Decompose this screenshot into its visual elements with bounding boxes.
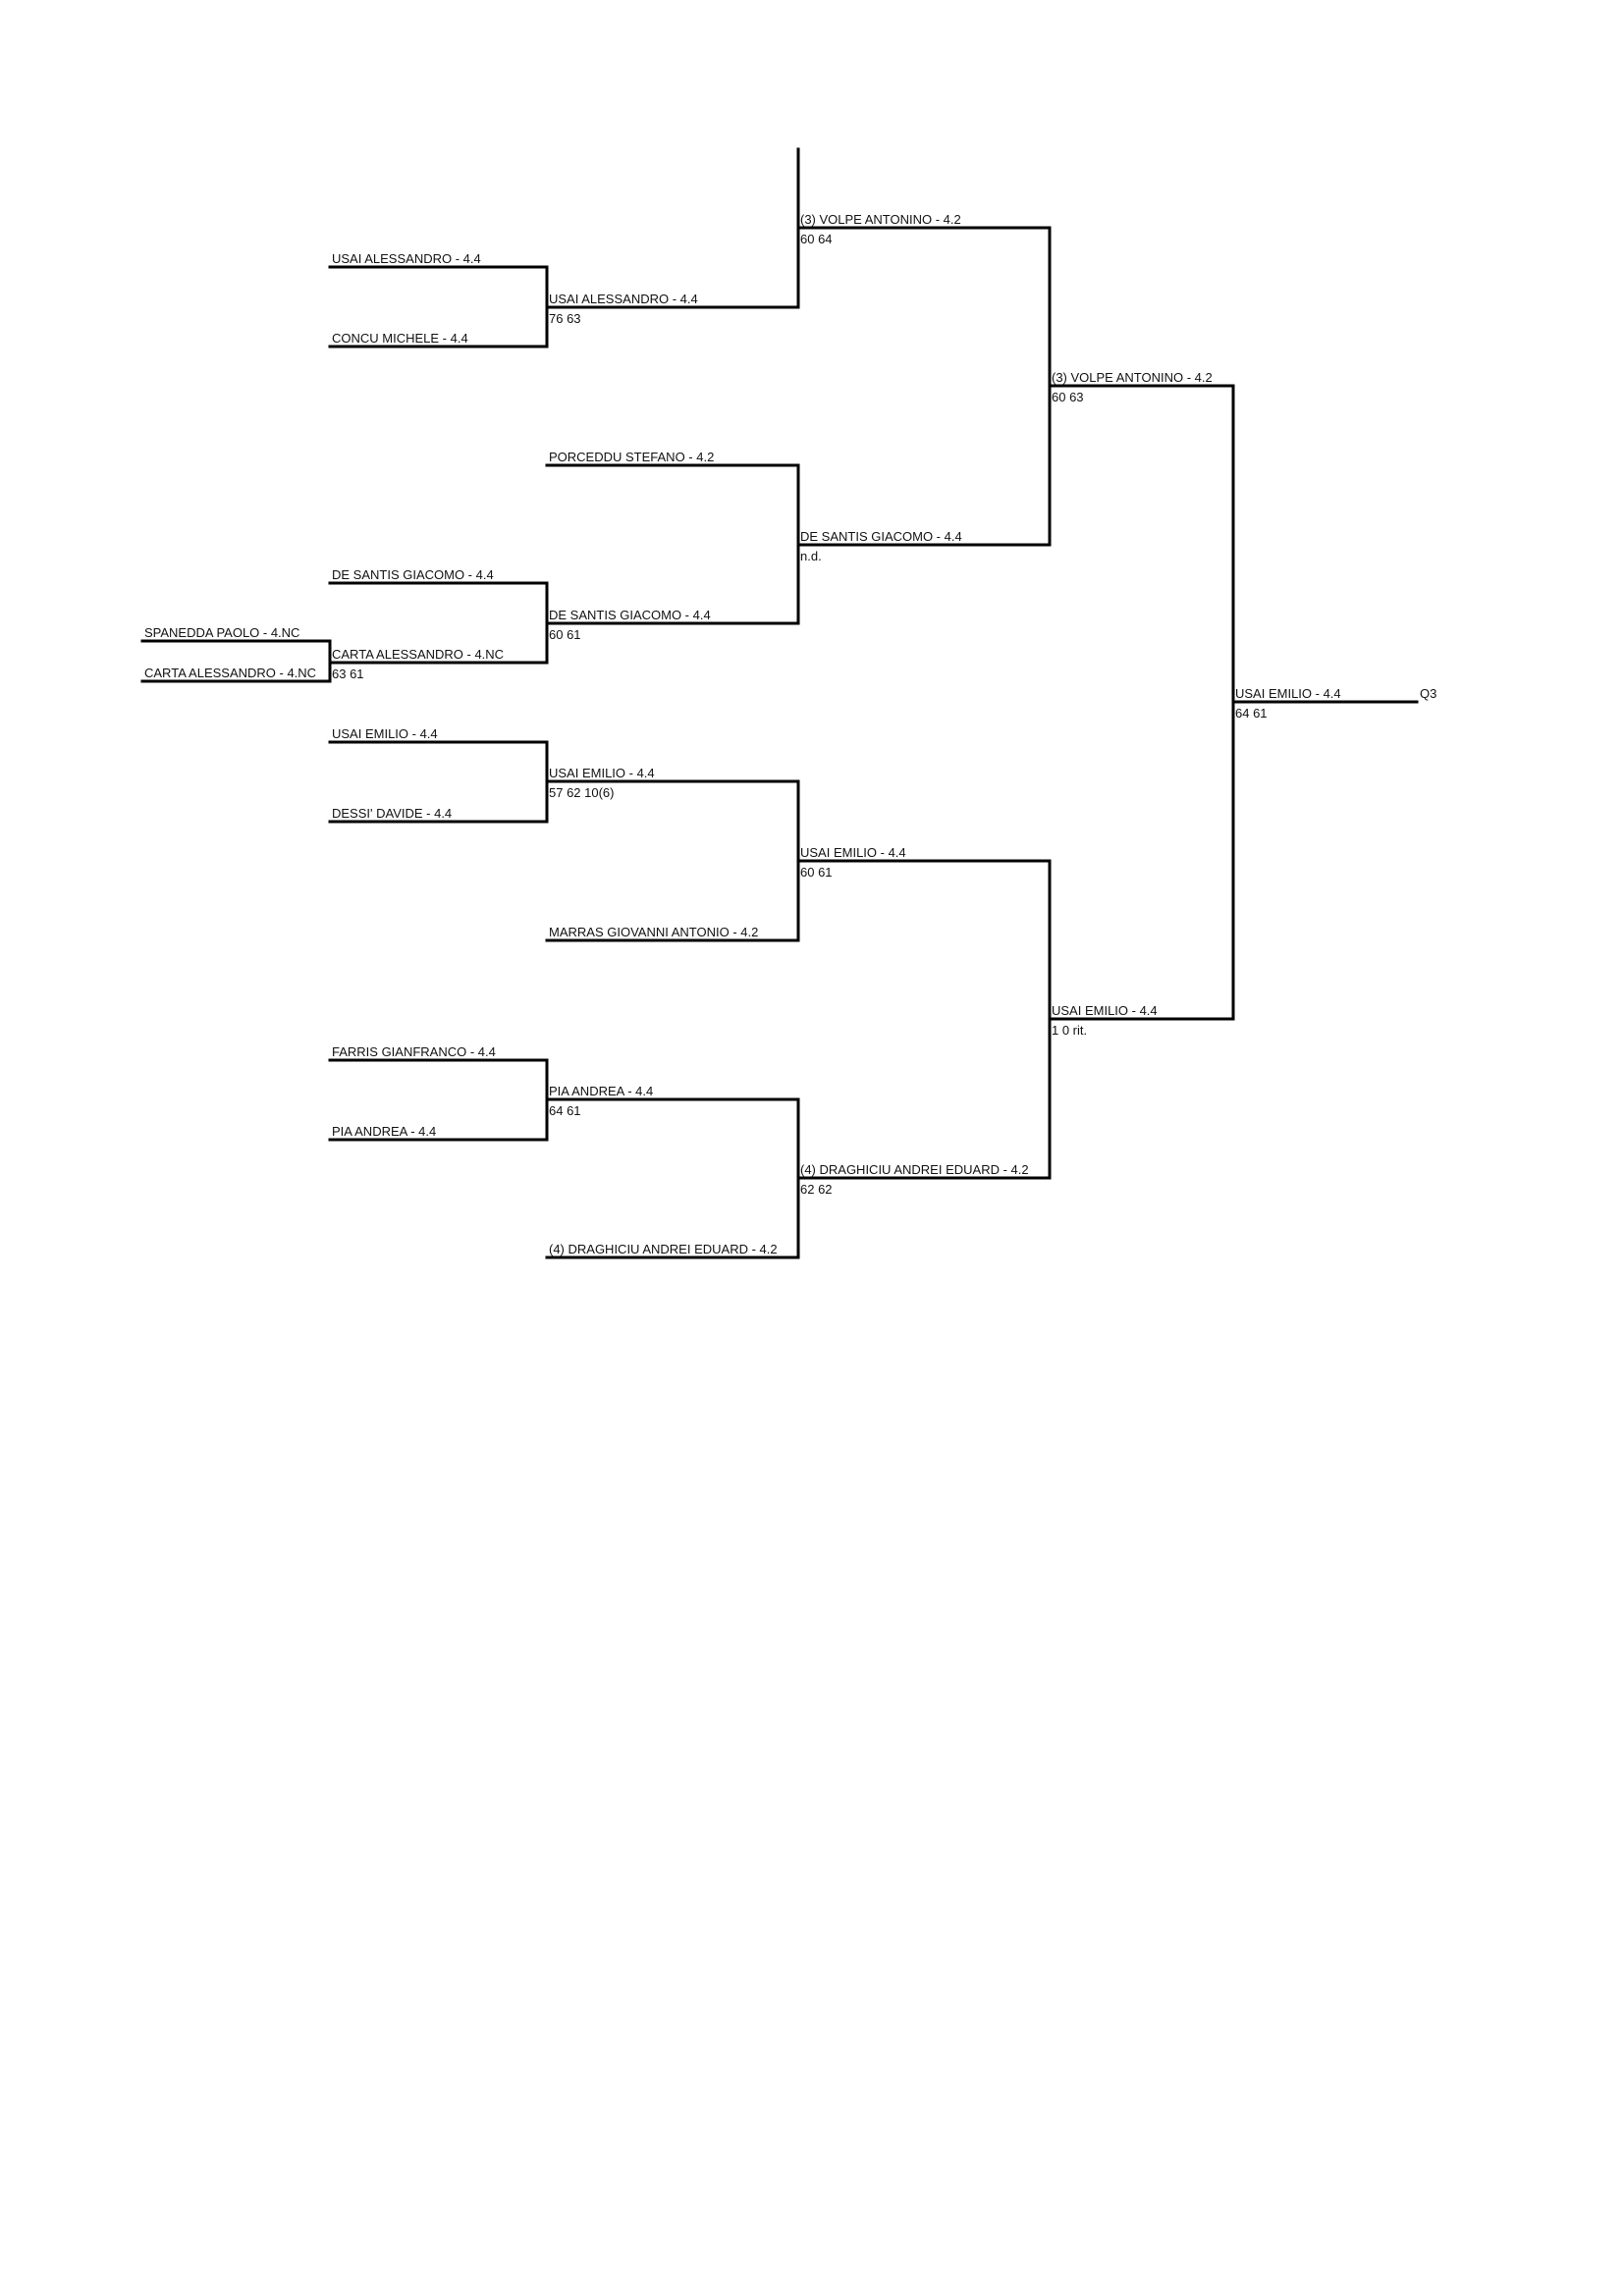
player-name: (4) DRAGHICIU ANDREI EDUARD - 4.2: [549, 1242, 778, 1256]
match-score: 57 62 10(6): [549, 785, 615, 800]
player-name: DESSI' DAVIDE - 4.4: [332, 806, 452, 821]
slot-r1-carta-winner: CARTA ALESSANDRO - 4.NC 63 61: [328, 647, 549, 681]
slot-r3-de-santis: DE SANTIS GIACOMO - 4.4 n.d.: [796, 529, 1052, 563]
slot-q-carta: CARTA ALESSANDRO - 4.NC: [140, 666, 332, 683]
match-score: 64 61: [1235, 706, 1268, 721]
player-name: SPANEDDA PAOLO - 4.NC: [144, 625, 299, 640]
slot-r1-concu: CONCU MICHELE - 4.4: [328, 331, 549, 348]
match-score: 64 61: [549, 1103, 581, 1118]
player-name: USAI EMILIO - 4.4: [549, 766, 655, 780]
player-name: DE SANTIS GIACOMO - 4.4: [332, 567, 494, 582]
player-name: USAI EMILIO - 4.4: [1052, 1003, 1158, 1018]
player-name: FARRIS GIANFRANCO - 4.4: [332, 1044, 496, 1059]
slot-r2-draghiciu: (4) DRAGHICIU ANDREI EDUARD - 4.2: [545, 1242, 800, 1259]
slot-r1-de-santis: DE SANTIS GIACOMO - 4.4: [328, 567, 549, 585]
player-name: USAI ALESSANDRO - 4.4: [332, 251, 481, 266]
slot-q-spanedda: SPANEDDA PAOLO - 4.NC: [140, 625, 332, 643]
player-name: CONCU MICHELE - 4.4: [332, 331, 468, 346]
slot-r3-draghiciu: (4) DRAGHICIU ANDREI EDUARD - 4.2 62 62: [796, 1162, 1052, 1197]
player-name: DE SANTIS GIACOMO - 4.4: [549, 608, 711, 622]
slot-r2-usai-alessandro: USAI ALESSANDRO - 4.4 76 63: [545, 292, 800, 326]
slot-r2-usai-emilio: USAI EMILIO - 4.4 57 62 10(6): [545, 766, 800, 800]
player-name: USAI EMILIO - 4.4: [332, 726, 438, 741]
player-name: PIA ANDREA - 4.4: [332, 1124, 436, 1139]
player-name: USAI ALESSANDRO - 4.4: [549, 292, 698, 306]
slot-r2-de-santis: DE SANTIS GIACOMO - 4.4 60 61: [545, 608, 800, 642]
match-score: 60 61: [800, 865, 833, 880]
slot-r1-farris: FARRIS GIANFRANCO - 4.4: [328, 1044, 549, 1062]
slot-r2-pia: PIA ANDREA - 4.4 64 61: [545, 1084, 800, 1118]
slot-r3-volpe: (3) VOLPE ANTONINO - 4.2 60 64: [796, 212, 1052, 246]
match-score: 63 61: [332, 667, 364, 681]
match-score: 62 62: [800, 1182, 833, 1197]
slot-final-usai-emilio: USAI EMILIO - 4.4 64 61 Q3: [1231, 686, 1436, 721]
match-score: 76 63: [549, 311, 581, 326]
slot-r1-pia: PIA ANDREA - 4.4: [328, 1124, 549, 1142]
slot-sf-volpe: (3) VOLPE ANTONINO - 4.2 60 63: [1048, 370, 1235, 404]
match-score: 1 0 rit.: [1052, 1023, 1087, 1038]
slot-sf-usai-emilio: USAI EMILIO - 4.4 1 0 rit.: [1048, 1003, 1235, 1038]
player-name: (3) VOLPE ANTONINO - 4.2: [800, 212, 961, 227]
match-score: 60 64: [800, 232, 833, 246]
slot-r1-usai-alessandro: USAI ALESSANDRO - 4.4: [328, 251, 549, 269]
player-name: CARTA ALESSANDRO - 4.NC: [332, 647, 504, 662]
player-name: PORCEDDU STEFANO - 4.2: [549, 450, 714, 464]
slot-r1-usai-emilio: USAI EMILIO - 4.4: [328, 726, 549, 744]
player-name: MARRAS GIOVANNI ANTONIO - 4.2: [549, 925, 758, 939]
player-name: PIA ANDREA - 4.4: [549, 1084, 653, 1098]
slot-r2-porceddu: PORCEDDU STEFANO - 4.2: [545, 450, 800, 467]
slot-r1-dessi: DESSI' DAVIDE - 4.4: [328, 806, 549, 824]
player-name: USAI EMILIO - 4.4: [1235, 686, 1341, 701]
match-score: 60 61: [549, 627, 581, 642]
player-name: DE SANTIS GIACOMO - 4.4: [800, 529, 962, 544]
slot-r3-usai-emilio: USAI EMILIO - 4.4 60 61: [796, 845, 1052, 880]
match-score: n.d.: [800, 549, 822, 563]
match-score: 60 63: [1052, 390, 1084, 404]
player-name: (3) VOLPE ANTONINO - 4.2: [1052, 370, 1213, 385]
player-name: (4) DRAGHICIU ANDREI EDUARD - 4.2: [800, 1162, 1029, 1177]
player-name: CARTA ALESSANDRO - 4.NC: [144, 666, 316, 680]
player-name: USAI EMILIO - 4.4: [800, 845, 906, 860]
slot-r2-marras: MARRAS GIOVANNI ANTONIO - 4.2: [545, 925, 800, 942]
qualifier-tag: Q3: [1420, 686, 1436, 701]
